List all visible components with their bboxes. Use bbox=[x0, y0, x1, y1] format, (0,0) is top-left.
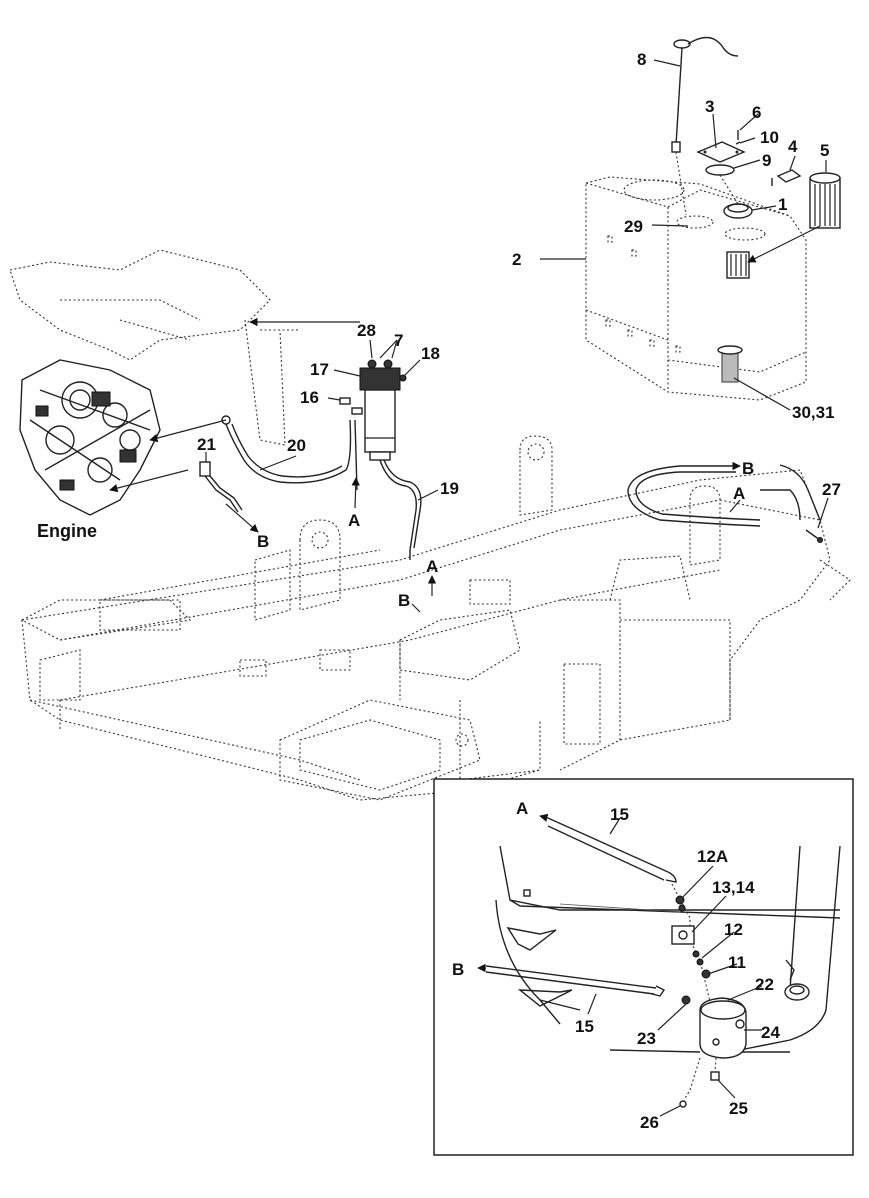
arrow-label-b-tank: B bbox=[742, 459, 754, 478]
inset-callout-15-lower: 15 bbox=[575, 1017, 594, 1036]
callout-30-31: 30,31 bbox=[792, 403, 835, 422]
inset-callout-26: 26 bbox=[640, 1113, 659, 1132]
callout-28: 28 bbox=[357, 321, 376, 340]
callout-5: 5 bbox=[820, 141, 829, 160]
upper-frame-bracket bbox=[9, 249, 300, 446]
inset-callout-24: 24 bbox=[761, 1023, 780, 1042]
inset-callout-11: 11 bbox=[728, 953, 746, 972]
callout-18: 18 bbox=[421, 344, 440, 363]
inset-callout-15-upper: 15 bbox=[610, 805, 629, 824]
callout-6: 6 bbox=[752, 103, 761, 122]
main-frame bbox=[20, 435, 851, 801]
callout-4: 4 bbox=[788, 137, 798, 156]
callout-16: 16 bbox=[300, 388, 319, 407]
callout-7: 7 bbox=[394, 331, 403, 350]
drain-plug-25 bbox=[710, 1071, 720, 1081]
water-separator-bowl bbox=[699, 997, 747, 1059]
arrow-label-a-filter: A bbox=[348, 511, 360, 530]
inset-callout-22: 22 bbox=[755, 975, 774, 994]
inset-detail-box: A B 15 15 12A 13,14 12 11 22 23 24 25 26 bbox=[433, 778, 854, 1156]
strainer-inside-tank bbox=[726, 251, 750, 279]
callout-1: 1 bbox=[778, 195, 787, 214]
fuel-hose-20 bbox=[225, 419, 352, 484]
callout-10: 10 bbox=[760, 128, 779, 147]
fuel-tank bbox=[585, 176, 807, 401]
inset-arrow-a: A bbox=[516, 799, 528, 818]
callout-9: 9 bbox=[762, 151, 771, 170]
callout-labels: 8 3 6 10 9 4 5 1 29 2 30,31 28 7 17 18 1… bbox=[197, 50, 841, 610]
fittings-16 bbox=[339, 397, 363, 415]
fuel-sender-unit bbox=[717, 345, 743, 383]
inset-arrow-b: B bbox=[452, 960, 464, 979]
seal-26 bbox=[679, 1100, 687, 1108]
valve-13-14 bbox=[671, 925, 695, 945]
inset-callout-23: 23 bbox=[637, 1029, 656, 1048]
fuel-filter-assembly bbox=[359, 359, 407, 461]
arrow-label-a-tank: A bbox=[733, 484, 745, 503]
fitting-21 bbox=[199, 461, 243, 513]
callout-2: 2 bbox=[512, 250, 521, 269]
cover-plate-3 bbox=[696, 141, 746, 163]
callout-17: 17 bbox=[310, 360, 329, 379]
filter-element-5 bbox=[809, 172, 841, 229]
bolt-27 bbox=[805, 529, 823, 543]
bracket-4 bbox=[771, 169, 802, 186]
callout-29: 29 bbox=[624, 217, 643, 236]
arrow-label-b-engine: B bbox=[257, 532, 269, 551]
inset-callout-12: 12 bbox=[724, 920, 743, 939]
callout-20: 20 bbox=[287, 436, 306, 455]
fuel-hose-19 bbox=[379, 459, 417, 560]
inset-callout-12a: 12A bbox=[697, 847, 728, 866]
callout-19: 19 bbox=[440, 479, 459, 498]
arrow-label-b-frame: B bbox=[398, 591, 410, 610]
engine-illustration bbox=[19, 359, 161, 516]
inset-callout-25: 25 bbox=[729, 1099, 748, 1118]
callout-21: 21 bbox=[197, 435, 216, 454]
leader-lines bbox=[109, 59, 829, 613]
level-sensor-8 bbox=[671, 36, 739, 153]
inset-callout-13-14: 13,14 bbox=[712, 878, 755, 897]
callout-27: 27 bbox=[822, 480, 841, 499]
engine-label: Engine bbox=[37, 521, 97, 541]
gasket-9 bbox=[705, 164, 735, 176]
fuel-cap-1 bbox=[723, 203, 753, 219]
callout-3: 3 bbox=[705, 97, 714, 116]
arrow-label-a-frame: A bbox=[426, 557, 438, 576]
return-line-tank bbox=[627, 465, 761, 527]
screw-10 bbox=[735, 141, 741, 145]
callout-8: 8 bbox=[637, 50, 646, 69]
